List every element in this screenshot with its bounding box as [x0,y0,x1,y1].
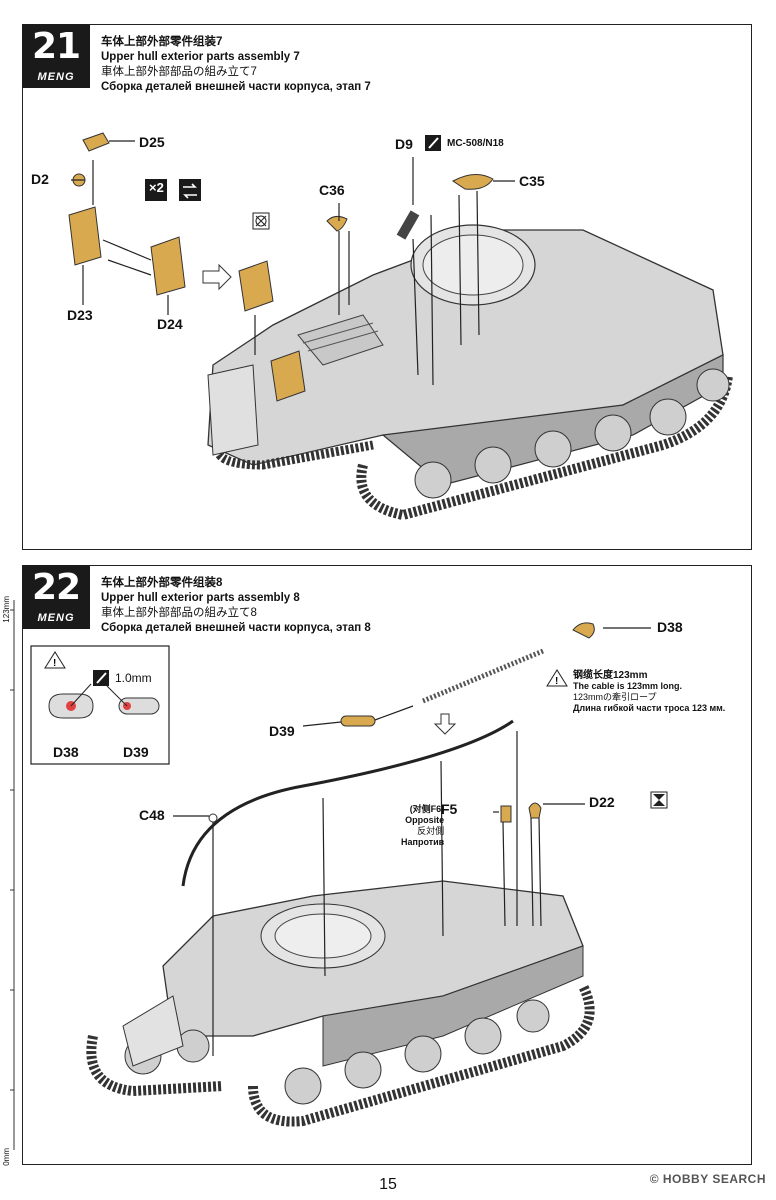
braided-cable [422,648,544,704]
label-d38: D38 [657,619,683,635]
cable-note-en: The cable is 123mm long. [573,681,683,691]
cable-warning-icon: ! [546,669,568,687]
multiplier-label: ×2 [149,180,164,195]
f5-note-en: Opposite [405,815,445,825]
label-c36: C36 [319,182,345,198]
page-number: 15 [379,1176,397,1193]
title-ru: Сборка деталей внешней части корпуса, эт… [101,81,371,93]
brand-logo: MENG [37,612,75,624]
cable-note-ja: 123mmの牽引ロープ [573,692,657,702]
ruler-bottom-label: 0mm [2,1148,11,1166]
part-c35-shape [452,174,494,190]
part-d24-shape [150,236,186,296]
f5-note-ja: 反対側 [417,826,445,836]
part-d25-shape [82,132,110,152]
tank-hull-illustration [207,224,733,521]
drill-icon [93,670,109,686]
tow-cable [181,719,514,887]
part-c48-shape [208,813,218,823]
title-zh: 车体上部外部零件组装7 [101,36,223,48]
title-en: Upper hull exterior parts assembly 7 [101,51,300,63]
label-d9: D9 [395,136,413,152]
label-d24: D24 [157,316,183,332]
multiplier-box [145,179,167,201]
jerrycan-on-hull [270,350,306,402]
label-d25: D25 [139,134,165,150]
cable-note: 钢缆长度123mm The cable is 123mm long. 123mm… [573,670,725,714]
step-22-illustration: ! [30,622,668,1127]
paint-brush-icon [425,135,441,151]
title-zh: 车体上部外部零件组装8 [101,577,223,589]
label-c48: C48 [139,807,165,823]
step-number: 21 [31,26,81,67]
part-d9-shape [396,210,420,240]
brand-logo: MENG [37,71,75,83]
label-d23: D23 [67,307,93,323]
warning-icon: ! [44,651,66,669]
title-ja: 車体上部外部部品の組み立て7 [101,66,257,78]
d39-box-label: D39 [123,744,149,760]
step-21-illustration [68,132,733,521]
cable-note-zh: 钢缆长度123mm [573,670,648,681]
drill-size: 1.0mm [115,671,152,685]
label-d39: D39 [269,723,295,739]
title-ru: Сборка деталей внешней части корпуса, эт… [101,622,371,634]
step-21-titles: 车体上部外部零件组装7 Upper hull exterior parts as… [101,35,371,95]
svg-text:!: ! [555,676,558,687]
no-glue-icon [252,212,270,230]
f5-note-ru: Напротив [401,837,445,847]
part-d23-shape [68,206,102,266]
label-d22: D22 [589,794,615,810]
part-d38-shape [572,622,595,639]
label-c35: C35 [519,173,545,189]
jerrycan-assembled [238,260,274,312]
part-d22-shape [528,802,542,819]
hourglass-icon [650,791,668,809]
part-d39-shape [340,715,376,727]
step-21-badge: 21 MENG [22,24,90,88]
f5-note: (对侧F6) Opposite 反対側 Напротив [401,804,444,848]
cable-note-ru: Длина гибкой части троса 123 мм. [573,703,726,713]
step-number: 22 [31,567,81,608]
tank-hull-illustration [86,880,595,1127]
ruler-top-label: 123mm [2,596,11,623]
ruler-bar [10,600,15,1150]
d38-box-label: D38 [53,744,79,760]
watermark: © HOBBY SEARCH [649,1172,766,1186]
step-22-titles: 车体上部外部零件组装8 Upper hull exterior parts as… [101,576,371,636]
step-22-panel: 22 MENG 车体上部外部零件组装8 Upper hull exterior … [22,565,752,1165]
title-en: Upper hull exterior parts assembly 8 [101,592,300,604]
part-f5-shape [500,805,512,823]
step-21-panel: 21 MENG 车体上部外部零件组装7 Upper hull exterior … [22,24,752,550]
svg-text:!: ! [53,658,56,669]
d39-hole-diagram [118,697,160,715]
label-f5: F5 [441,801,458,817]
part-c36-shape [326,215,348,232]
mirror-icon [179,179,201,201]
title-ja: 車体上部外部部品の組み立て8 [101,607,257,619]
label-d2: D2 [31,171,49,187]
step-22-badge: 22 MENG [22,565,90,629]
paint-code: MC-508/N18 [447,138,504,149]
f5-note-zh: (对侧F6) [409,804,445,814]
